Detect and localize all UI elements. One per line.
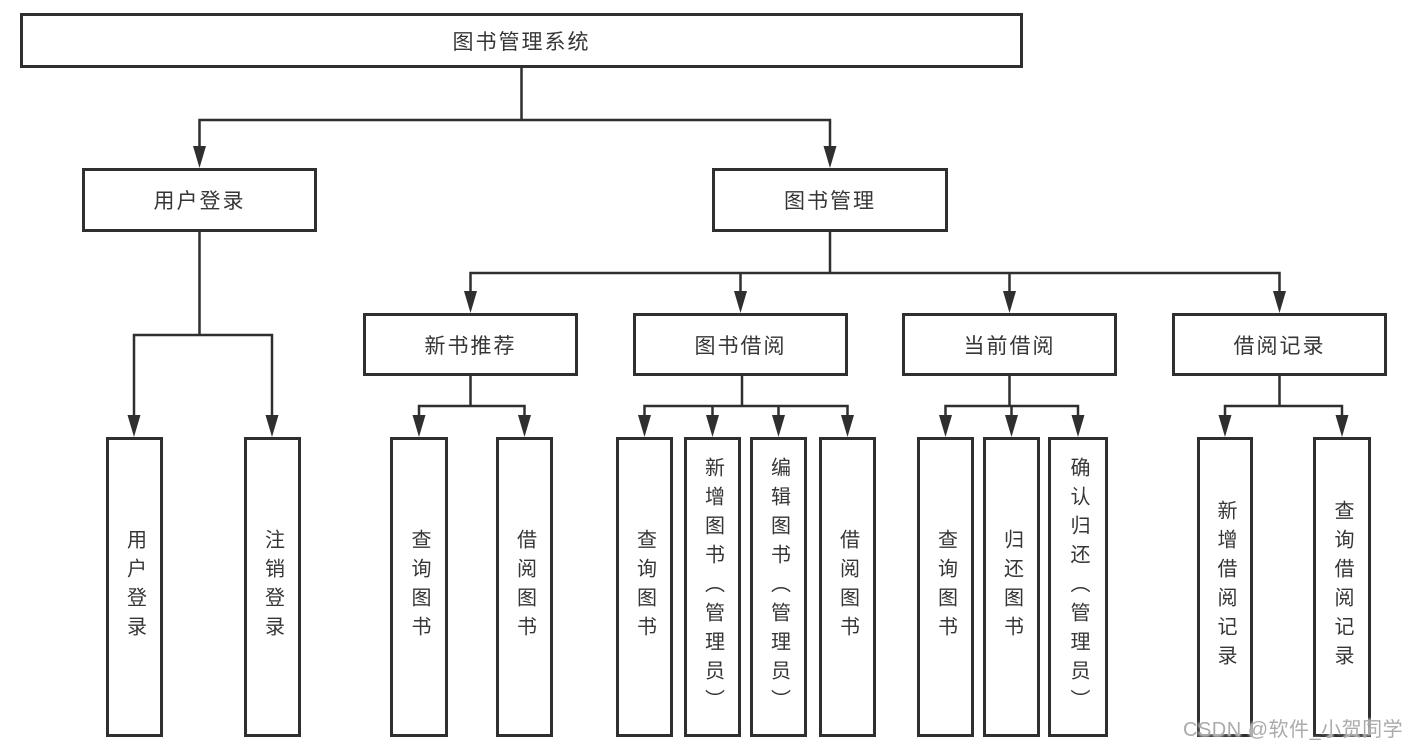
leaf-borrow-book-recommend: 借阅图书 [496,437,553,737]
leaf-query-borrow-record: 查询借阅记录 [1313,437,1371,737]
node-user-login: 用户登录 [82,168,317,232]
leaf-return-book: 归还图书 [983,437,1040,737]
leaf-edit-book-admin: 编辑图书（管理员） [750,437,807,737]
node-new-book-recommend: 新书推荐 [363,313,578,376]
leaf-add-book-admin: 新增图书（管理员） [684,437,741,737]
csdn-watermark: CSDN @软件_小贺同学 [1183,719,1404,741]
leaf-query-book-recommend: 查询图书 [390,437,448,737]
leaf-confirm-return-admin: 确认归还（管理员） [1048,437,1108,737]
node-book-borrow: 图书借阅 [633,313,848,376]
arrowheads [127,146,1349,437]
node-root: 图书管理系统 [20,13,1023,68]
leaf-add-borrow-record: 新增借阅记录 [1197,437,1253,737]
leaf-logout: 注销登录 [244,437,301,737]
node-book-management: 图书管理 [712,168,948,232]
leaf-query-book-borrow: 查询图书 [616,437,673,737]
leaf-user-login: 用户登录 [106,437,163,737]
connector-lines [132,68,1344,416]
leaf-query-book-current: 查询图书 [917,437,974,737]
leaf-borrow-book: 借阅图书 [819,437,876,737]
node-borrow-records: 借阅记录 [1172,313,1387,376]
node-current-borrow: 当前借阅 [902,313,1117,376]
